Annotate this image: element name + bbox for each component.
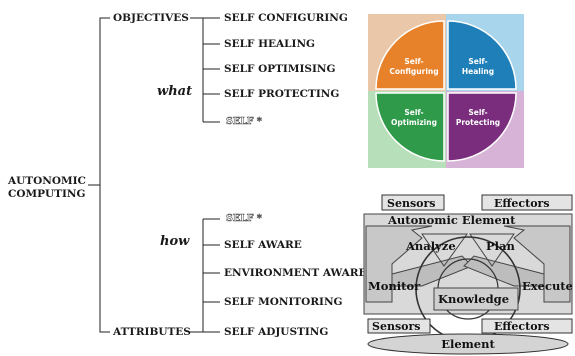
sensors-top-label: Sensors xyxy=(387,197,435,210)
element-label: Element xyxy=(441,337,495,351)
autonomic-element-diagram: Sensors Effectors Autonomic Element Anal… xyxy=(363,194,573,355)
objective-item: SELF HEALING xyxy=(224,38,316,50)
attribute-item: SELF MONITORING xyxy=(224,296,343,308)
effectors-bottom-box xyxy=(481,318,573,334)
objective-item: SELF * xyxy=(226,116,262,128)
attribute-item: SELF ADJUSTING xyxy=(224,326,329,338)
objectives-qualifier: what xyxy=(157,84,193,99)
execute-label: Execute xyxy=(522,279,573,293)
objectives-label: OBJECTIVES xyxy=(113,12,189,24)
wheel-label-optimizing-1: Self- xyxy=(404,108,423,117)
effectors-bottom-label: Effectors xyxy=(494,320,550,333)
wheel-quadrant-healing xyxy=(447,20,517,90)
wheel-quadrant-protecting xyxy=(447,92,517,162)
wheel-label-configuring-1: Self- xyxy=(404,57,423,66)
root-label-line1: AUTONOMIC xyxy=(8,175,86,187)
attribute-item: SELF * xyxy=(226,213,262,225)
plan-label: Plan xyxy=(486,239,515,253)
wheel-label-healing-1: Self- xyxy=(468,57,487,66)
knowledge-box xyxy=(433,287,519,311)
attributes-label: ATTRIBUTES xyxy=(113,326,191,338)
managed-element xyxy=(367,333,569,355)
attributes-qualifier: how xyxy=(160,234,190,249)
wheel-label-protecting-2: Protecting xyxy=(456,118,500,127)
effectors-top-label: Effectors xyxy=(494,197,550,210)
wheel-label-healing-2: Healing xyxy=(462,67,494,76)
wheel-label-optimizing-2: Optimizing xyxy=(391,118,437,127)
attribute-item: ENVIRONMENT AWARE xyxy=(224,267,367,279)
sensors-top-box xyxy=(381,194,445,211)
root-label-line2: COMPUTING xyxy=(8,188,86,200)
sensors-bottom-label: Sensors xyxy=(372,320,420,333)
wheel-label-protecting-1: Self- xyxy=(468,108,487,117)
wheel-quadrant-configuring xyxy=(375,20,445,90)
objective-item: SELF OPTIMISING xyxy=(224,63,336,75)
autonomic-element-title: Autonomic Element xyxy=(387,213,516,227)
monitor-label: Monitor xyxy=(368,279,421,293)
effectors-top-box xyxy=(481,194,573,211)
wheel-label-configuring-2: Configuring xyxy=(389,67,438,76)
self-star-wheel: Self- Configuring Self- Healing Self- Op… xyxy=(368,14,524,168)
objective-item: SELF PROTECTING xyxy=(224,88,340,100)
knowledge-label: Knowledge xyxy=(438,292,509,306)
objective-item: SELF CONFIGURING xyxy=(224,12,348,24)
wheel-quadrant-optimizing xyxy=(375,92,445,162)
attribute-item: SELF AWARE xyxy=(224,239,302,251)
analyze-label: Analyze xyxy=(405,239,456,253)
sensors-bottom-box xyxy=(367,318,431,334)
